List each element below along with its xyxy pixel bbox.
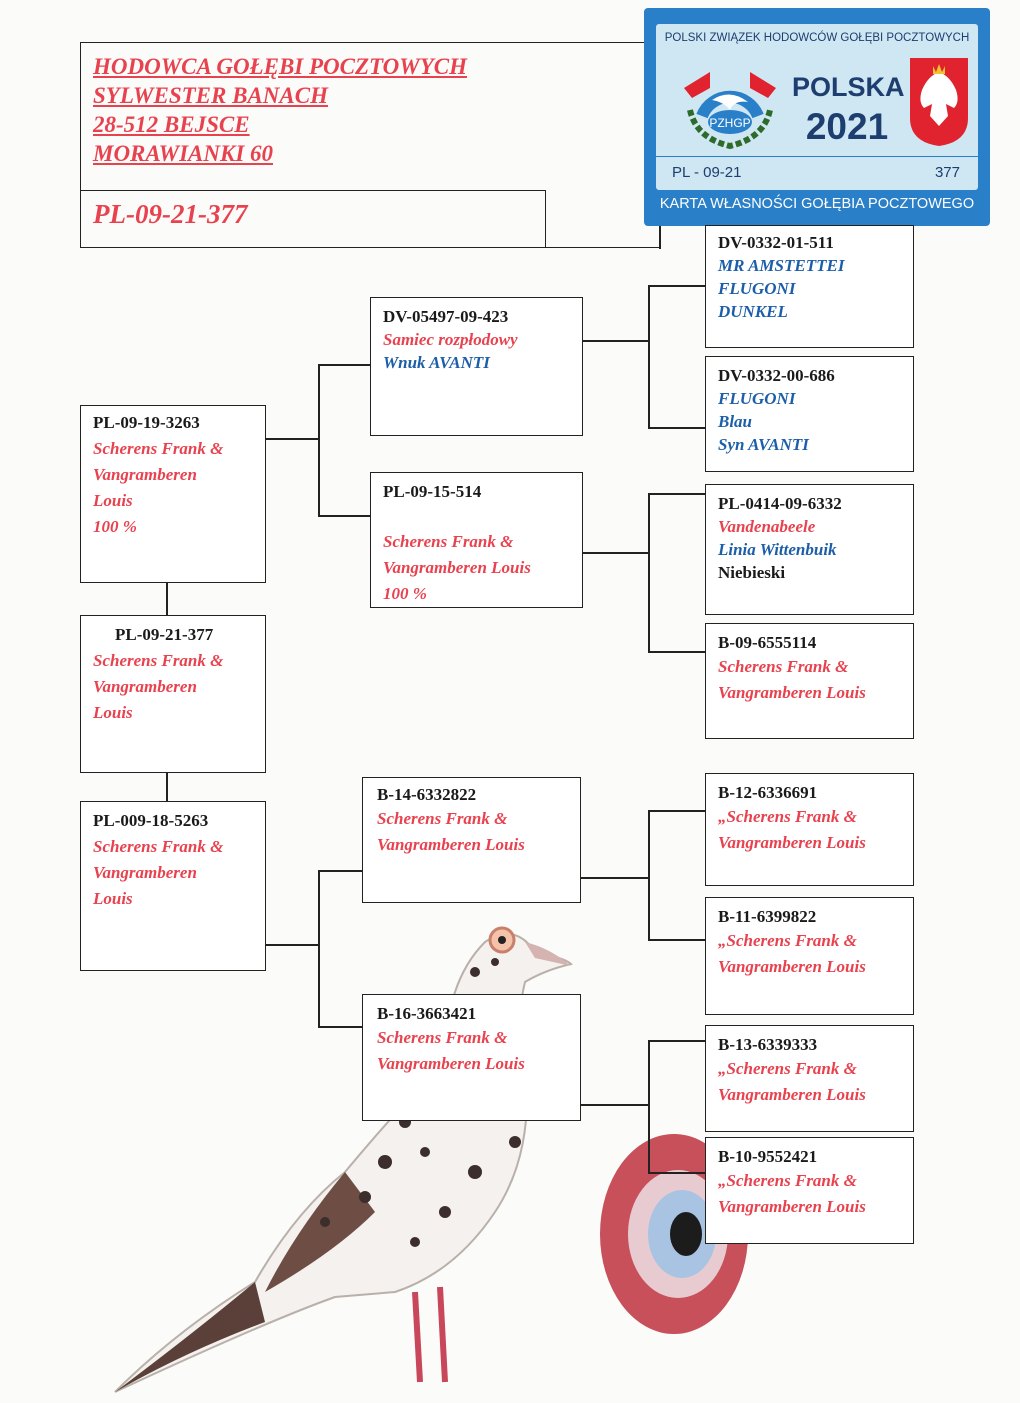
- ring-code: B-13-6339333: [718, 1035, 818, 1054]
- ring-code: DV-0332-01-511: [718, 233, 834, 252]
- pedigree-box-dsd: B-11-6399822 „Scherens Frank & Vangrambe…: [705, 897, 914, 1015]
- breeder-line-3: 28-512 BEJSCE: [93, 112, 250, 137]
- ring-number-box: PL-09-21-377: [80, 190, 546, 248]
- lineage-line: Vangramberen: [93, 677, 197, 696]
- lineage-line: Scherens Frank &: [93, 837, 224, 856]
- lineage-line: Louis: [93, 491, 133, 510]
- breeder-line-1: HODOWCA GOŁĘBI POCZTOWYCH: [93, 54, 468, 79]
- lineage-line: Vangramberen Louis: [718, 957, 866, 976]
- lineage-line: Vangramberen: [93, 863, 197, 882]
- lineage-line: Linia Wittenbuik: [718, 540, 837, 559]
- lineage-line: Vandenabeele: [718, 517, 816, 536]
- lineage-line: Vangramberen Louis: [718, 683, 866, 702]
- svg-text:PZHGP: PZHGP: [709, 116, 750, 130]
- breeder-line-2: SYLWESTER BANACH: [93, 83, 328, 108]
- pedigree-box-sdd: B-09-6555114 Scherens Frank & Vangramber…: [705, 623, 914, 739]
- pedigree-box-dds: B-13-6339333 „Scherens Frank & Vangrambe…: [705, 1025, 914, 1132]
- pedigree-box-dss: B-12-6336691 „Scherens Frank & Vangrambe…: [705, 773, 914, 886]
- ring-code: B-09-6555114: [718, 633, 817, 652]
- lineage-line: „Scherens Frank &: [718, 1059, 857, 1078]
- lineage-line: Scherens Frank &: [718, 657, 849, 676]
- lineage-line: DUNKEL: [718, 302, 788, 321]
- lineage-line: FLUGONI: [718, 389, 796, 408]
- lineage-line: Louis: [93, 703, 133, 722]
- ring-code: DV-0332-00-686: [718, 366, 835, 385]
- lineage-line: Vangramberen Louis: [718, 833, 866, 852]
- ring-code: PL-09-21-377: [115, 625, 214, 644]
- lineage-line: „Scherens Frank &: [718, 931, 857, 950]
- ring-code: PL-09-19-3263: [93, 413, 200, 432]
- lineage-line: Vangramberen Louis: [383, 558, 531, 577]
- lineage-line: „Scherens Frank &: [718, 807, 857, 826]
- breeder-line-4: MORAWIANKI 60: [93, 141, 274, 166]
- pedigree-box-ds: B-14-6332822 Scherens Frank & Vangramber…: [362, 777, 581, 903]
- ring-code: PL-009-18-5263: [93, 811, 209, 830]
- card-number-left: PL - 09-21: [672, 164, 742, 181]
- lineage-line: Syn AVANTI: [718, 435, 809, 454]
- header-frame-right: [659, 225, 661, 249]
- card-org: POLSKI ZWIĄZEK HODOWCÓW GOŁĘBI POCZTOWYC…: [664, 32, 970, 44]
- lineage-line: Vangramberen Louis: [718, 1085, 866, 1104]
- ring-code: B-11-6399822: [718, 907, 817, 926]
- ownership-card-panel: POLSKI ZWIĄZEK HODOWCÓW GOŁĘBI POCZTOWYC…: [656, 24, 978, 190]
- pedigree-box-ddd: B-10-9552421 „Scherens Frank & Vangrambe…: [705, 1137, 914, 1244]
- lineage-line: Wnuk AVANTI: [383, 353, 490, 372]
- pzhgp-logo-icon: PZHGP: [684, 72, 776, 150]
- card-number-right: 377: [934, 164, 960, 181]
- lineage-line: Vangramberen Louis: [718, 1197, 866, 1216]
- breeder-address: HODOWCA GOŁĘBI POCZTOWYCH SYLWESTER BANA…: [93, 52, 467, 168]
- lineage-line: FLUGONI: [718, 279, 796, 298]
- lineage-line: MR AMSTETTEI: [718, 256, 845, 275]
- ring-number: PL-09-21-377: [93, 199, 248, 229]
- ring-code: B-14-6332822: [377, 785, 477, 804]
- lineage-line: Vangramberen Louis: [377, 1054, 525, 1073]
- pedigree-box-ssd: DV-0332-00-686 FLUGONI Blau Syn AVANTI: [705, 356, 914, 472]
- lineage-line: Scherens Frank &: [377, 1028, 508, 1047]
- lineage-line: Niebieski: [718, 563, 786, 582]
- pedigree-box-sire: PL-09-19-3263 Scherens Frank & Vangrambe…: [80, 405, 266, 583]
- pedigree-box-subject: PL-09-21-377 Scherens Frank & Vangramber…: [80, 615, 266, 773]
- lineage-line: Vangramberen Louis: [377, 835, 525, 854]
- lineage-line: Scherens Frank &: [377, 809, 508, 828]
- pedigree-box-sd: PL-09-15-514 Scherens Frank & Vangramber…: [370, 472, 583, 608]
- card-year: 2021: [805, 106, 889, 147]
- ring-code: PL-09-15-514: [383, 482, 482, 501]
- lineage-line: Samiec rozpłodowy: [383, 330, 518, 349]
- lineage-line: 100 %: [383, 584, 427, 603]
- lineage-line: 100 %: [93, 517, 137, 536]
- lineage-line: Louis: [93, 889, 133, 908]
- ring-code: PL-0414-09-6332: [718, 494, 842, 513]
- ring-code: B-16-3663421: [377, 1004, 477, 1023]
- lineage-line: Scherens Frank &: [93, 651, 224, 670]
- pedigree-box-dam: PL-009-18-5263 Scherens Frank & Vangramb…: [80, 801, 266, 971]
- ring-code: B-12-6336691: [718, 783, 818, 802]
- lineage-line: Blau: [718, 412, 753, 431]
- card-country: POLSKA: [792, 72, 905, 102]
- pedigree-box-sss: DV-0332-01-511 MR AMSTETTEI FLUGONI DUNK…: [705, 225, 914, 348]
- pedigree-box-ss: DV-05497-09-423 Samiec rozpłodowy Wnuk A…: [370, 297, 583, 436]
- card-number-strip: [656, 156, 978, 191]
- ring-code: DV-05497-09-423: [383, 307, 509, 326]
- lineage-line: Vangramberen: [93, 465, 197, 484]
- ring-code: B-10-9552421: [718, 1147, 818, 1166]
- lineage-line: „Scherens Frank &: [718, 1171, 857, 1190]
- pedigree-box-dd: B-16-3663421 Scherens Frank & Vangramber…: [362, 994, 581, 1121]
- lineage-line: Scherens Frank &: [383, 532, 514, 551]
- pedigree-box-sds: PL-0414-09-6332 Vandenabeele Linia Witte…: [705, 484, 914, 615]
- pigeon-illustration: [114, 926, 573, 1393]
- card-footer: KARTA WŁASNOŚCI GOŁĘBIA POCZTOWEGO: [659, 196, 975, 212]
- lineage-line: Scherens Frank &: [93, 439, 224, 458]
- polish-eagle-icon: [910, 58, 968, 146]
- ownership-card: POLSKI ZWIĄZEK HODOWCÓW GOŁĘBI POCZTOWYC…: [644, 8, 990, 226]
